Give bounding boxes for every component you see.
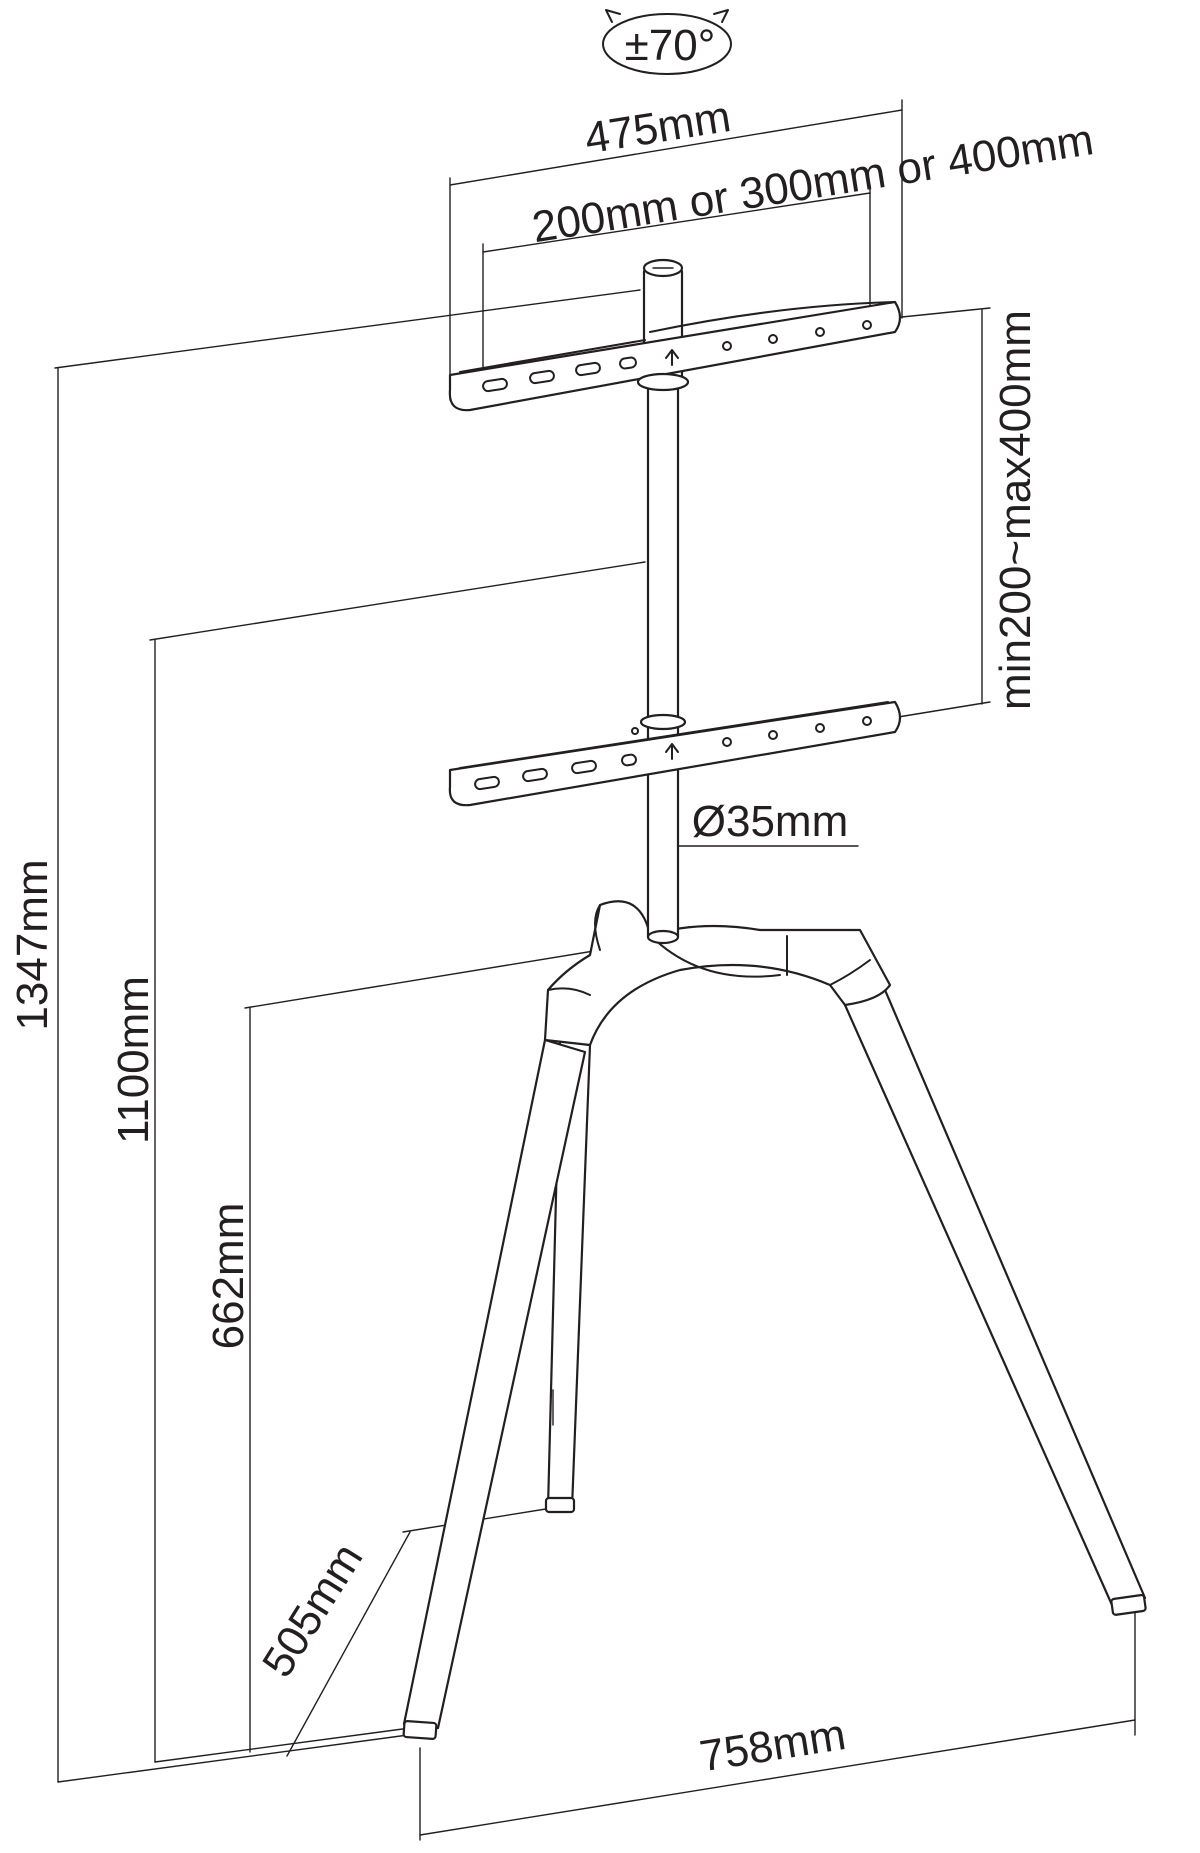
lower-bracket-screw bbox=[631, 727, 639, 735]
rotation-arrow-right-icon bbox=[713, 9, 729, 23]
pole bbox=[646, 383, 680, 939]
lower-slot-4 bbox=[621, 753, 637, 767]
lower-slot-1 bbox=[474, 775, 500, 791]
lower-bracket-clamp bbox=[639, 713, 687, 731]
upper-bracket-top-edge-left bbox=[459, 339, 646, 373]
upper-up-arrow-icon bbox=[665, 349, 679, 366]
hub-curve bbox=[649, 934, 781, 978]
upper-hole-4 bbox=[862, 320, 872, 330]
upper-slot-2 bbox=[529, 369, 555, 385]
rotation-arrow-left-icon bbox=[605, 9, 621, 23]
upper-hole-3 bbox=[815, 327, 825, 337]
lower-slot-3 bbox=[571, 759, 597, 775]
dimension-labels: ±70° 475mm 200mm or 300mm or 400mm min20… bbox=[8, 21, 1097, 1781]
rear-leg-foot bbox=[544, 1496, 576, 1514]
tripod-hub bbox=[543, 900, 892, 1047]
bracket-width-line bbox=[449, 109, 903, 186]
upper-slot-1 bbox=[482, 377, 508, 393]
pole-bottom bbox=[646, 929, 680, 945]
total-height-top-leader bbox=[54, 289, 641, 369]
rear-depth-line bbox=[286, 1531, 411, 1757]
lower-bracket-top-edge bbox=[459, 701, 889, 769]
upper-slot-3 bbox=[575, 361, 601, 377]
dimension-lines bbox=[54, 99, 1136, 1841]
stand-legs bbox=[402, 988, 1147, 1740]
rotation-ellipse bbox=[602, 13, 732, 75]
front-left-leg-foot bbox=[402, 1720, 438, 1740]
gap-bottom-leader bbox=[891, 701, 991, 719]
upper-bracket-clamp bbox=[636, 372, 690, 392]
upper-bracket bbox=[448, 300, 902, 412]
rotation-indicator bbox=[602, 9, 732, 75]
hub-edge-rear bbox=[594, 904, 601, 951]
gap-top-leader bbox=[891, 307, 991, 319]
front-left-leg bbox=[402, 1038, 587, 1730]
upper-hole-2 bbox=[768, 334, 778, 344]
lower-hole-4 bbox=[862, 716, 872, 726]
hub-left-shoulder bbox=[547, 987, 591, 996]
leg-span-label: 758mm bbox=[696, 1710, 849, 1781]
lower-up-arrow-icon bbox=[665, 743, 679, 760]
lower-hole-3 bbox=[815, 723, 825, 733]
upper-bracket-top-edge bbox=[649, 301, 896, 333]
leg-span-line bbox=[419, 1719, 1136, 1836]
upper-slot-4 bbox=[619, 356, 637, 370]
hub-height-top-leader bbox=[244, 949, 601, 1009]
pole-diameter-label: Ø35mm bbox=[692, 797, 848, 846]
front-right-leg bbox=[843, 988, 1147, 1607]
rotation-label: ±70° bbox=[625, 21, 716, 70]
upper-hole-1 bbox=[722, 341, 732, 351]
total-height-label: 1347mm bbox=[8, 859, 57, 1030]
vesa-line bbox=[482, 192, 871, 253]
upper-bracket-bar bbox=[448, 300, 902, 412]
lower-hole-2 bbox=[768, 730, 778, 740]
total-height-bottom-leader bbox=[57, 1734, 409, 1783]
lower-hole-1 bbox=[722, 737, 732, 747]
lower-bracket-bar bbox=[448, 700, 902, 807]
upper-height-bottom-leader bbox=[154, 1727, 411, 1763]
upper-height-top-leader bbox=[149, 561, 646, 641]
lower-bracket bbox=[448, 700, 902, 807]
upper-height-label: 1100mm bbox=[109, 976, 158, 1144]
bracket-gap-label: min200~max400mm bbox=[991, 310, 1040, 710]
lower-slot-2 bbox=[522, 767, 548, 783]
bracket-width-label: 475mm bbox=[581, 92, 734, 163]
hub-right-shoulder bbox=[829, 959, 871, 986]
rear-depth-label: 505mm bbox=[253, 1535, 372, 1685]
hub-height-label: 662mm bbox=[204, 1203, 253, 1350]
front-right-leg-foot bbox=[1110, 1594, 1147, 1616]
